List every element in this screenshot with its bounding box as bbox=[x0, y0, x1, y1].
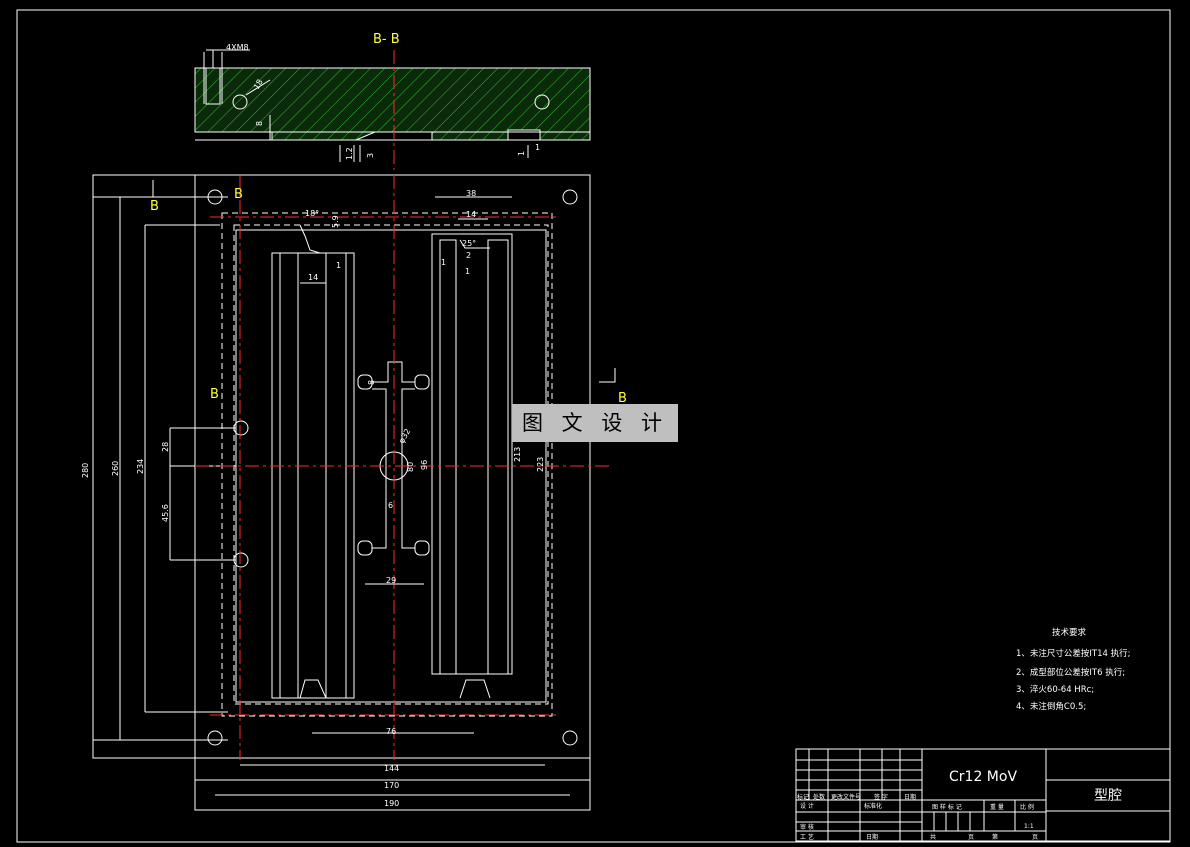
role-review: 审 核 bbox=[800, 823, 814, 831]
dim-45-6: 45.6 bbox=[161, 504, 170, 522]
dim-14-top: 14 bbox=[466, 210, 476, 219]
stage-weight: 重 量 bbox=[990, 803, 1004, 811]
view-mark-b-top-left: B bbox=[150, 199, 159, 214]
dim-170: 170 bbox=[384, 781, 399, 790]
stage-mark: 图 样 标 记 bbox=[932, 803, 962, 811]
section-dim-1b: 1 bbox=[535, 143, 540, 152]
dim-1b: 1 bbox=[465, 267, 470, 276]
tech-req-item-2: 2、成型部位公差按IT6 执行; bbox=[1016, 667, 1125, 678]
rev-header-mark: 标记 bbox=[797, 793, 809, 801]
watermark-box bbox=[512, 404, 678, 442]
view-mark-b-top: B bbox=[234, 187, 243, 202]
tech-req-item-1: 1、未注尺寸公差按IT14 执行; bbox=[1016, 648, 1131, 659]
angle-25: 25° bbox=[462, 239, 476, 248]
dim-144: 144 bbox=[384, 764, 399, 773]
dim-213: 213 bbox=[513, 447, 522, 462]
rev-header-doc: 更改文件号 bbox=[831, 793, 861, 801]
section-dim-1a: 1 bbox=[517, 151, 526, 156]
dim-phi32: φ32 bbox=[397, 427, 413, 445]
angle-18: 18° bbox=[305, 209, 319, 218]
dim-28: 28 bbox=[161, 442, 170, 452]
stage-scale: 比 例 bbox=[1020, 803, 1034, 811]
role-date: 日期 bbox=[866, 833, 878, 841]
rev-header-sign: 签 字 bbox=[874, 793, 888, 801]
material: Cr12 MoV bbox=[949, 769, 1017, 785]
drawing-frame bbox=[16, 9, 1171, 843]
dim-76: 76 bbox=[386, 727, 396, 736]
dim-1c: 1 bbox=[336, 261, 341, 270]
dim-260: 260 bbox=[111, 461, 120, 476]
dim-234: 234 bbox=[136, 459, 145, 474]
section-dim-8: 8 bbox=[255, 121, 264, 126]
section-dim-1-2: 1.2 bbox=[345, 147, 354, 160]
dim-29: 29 bbox=[386, 576, 396, 585]
dim-38: 38 bbox=[466, 189, 476, 198]
section-label: B- B bbox=[373, 32, 400, 47]
section-dim-18: 18 bbox=[252, 78, 265, 91]
sheet-total-label: 共 bbox=[930, 833, 936, 841]
section-dim-3: 3 bbox=[366, 153, 375, 158]
tech-req-item-4: 4、未注倒角C0.5; bbox=[1016, 701, 1086, 712]
sheet-page-label-1: 页 bbox=[968, 834, 974, 841]
dim-5-9: 5.9 bbox=[331, 215, 340, 228]
sheet-index-label: 第 bbox=[992, 833, 998, 841]
dim-280: 280 bbox=[81, 463, 90, 478]
watermark-text: 图 文 设 计 bbox=[521, 411, 669, 435]
part-name: 型腔 bbox=[1094, 788, 1122, 804]
rev-header-date: 日期 bbox=[904, 793, 916, 801]
view-mark-b-left: B bbox=[210, 387, 219, 402]
role-standard: 标准化 bbox=[864, 802, 882, 810]
rev-header-count: 处数 bbox=[813, 793, 825, 801]
scale-value: 1:1 bbox=[1024, 823, 1034, 830]
section-view-b-b bbox=[194, 49, 591, 170]
tech-req-title: 技术要求 bbox=[1052, 627, 1087, 638]
dim-80: 80 bbox=[406, 462, 415, 472]
tech-req-item-3: 3、淬火60-64 HRc; bbox=[1016, 684, 1094, 695]
dim-190: 190 bbox=[384, 799, 399, 808]
plan-view bbox=[92, 174, 616, 811]
dim-2: 2 bbox=[466, 251, 471, 260]
title-block bbox=[795, 748, 1171, 842]
bolt-spec: 4XM8 bbox=[226, 43, 249, 52]
dim-14-left: 14 bbox=[308, 273, 318, 282]
view-mark-b-right: B bbox=[618, 391, 627, 406]
sheet-page-label-2: 页 bbox=[1032, 834, 1038, 841]
role-process: 工 艺 bbox=[800, 833, 814, 841]
dim-223: 223 bbox=[536, 457, 545, 472]
role-design: 设 计 bbox=[800, 802, 814, 810]
dim-6: 6 bbox=[388, 501, 393, 510]
dim-96: 96 bbox=[420, 460, 429, 470]
dim-8: 8 bbox=[367, 380, 376, 385]
dim-1a: 1 bbox=[441, 258, 446, 267]
